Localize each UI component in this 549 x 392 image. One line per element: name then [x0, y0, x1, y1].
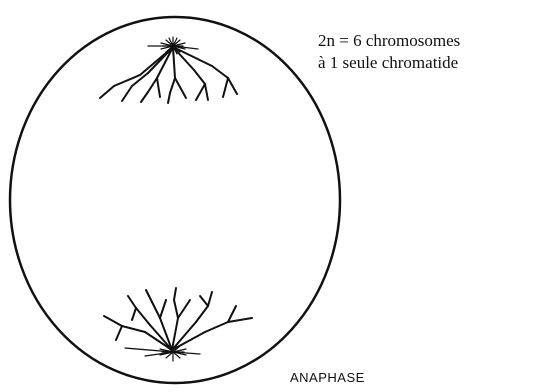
upper-chromosome: [173, 47, 237, 97]
upper-chromosome: [100, 47, 173, 98]
stage-label: ANAPHASE: [290, 370, 365, 385]
annotation-line-2: à 1 seule chromatide: [318, 52, 460, 74]
upper-pole: [100, 37, 237, 103]
chromosome-annotation: 2n = 6 chromosomes à 1 seule chromatide: [318, 30, 460, 74]
lower-pole: [104, 288, 252, 361]
upper-chromosome: [168, 47, 186, 103]
lower-chromosome: [172, 306, 252, 350]
annotation-line-1: 2n = 6 chromosomes: [318, 30, 460, 52]
